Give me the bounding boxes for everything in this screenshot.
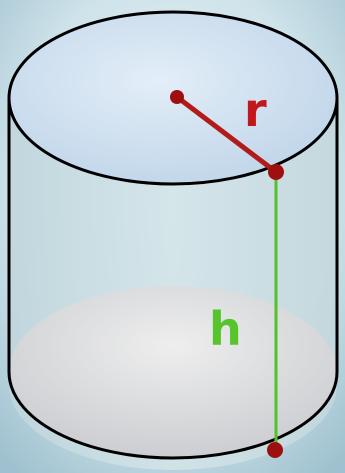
bottom-face xyxy=(9,286,337,458)
center-point xyxy=(170,90,184,104)
height-label: h xyxy=(209,302,242,356)
radius-line xyxy=(174,94,279,175)
bottom-rim-front xyxy=(7,371,339,460)
radius-label: r xyxy=(244,83,267,137)
rim-point-top xyxy=(268,164,284,180)
rim-point-bottom xyxy=(267,442,283,458)
